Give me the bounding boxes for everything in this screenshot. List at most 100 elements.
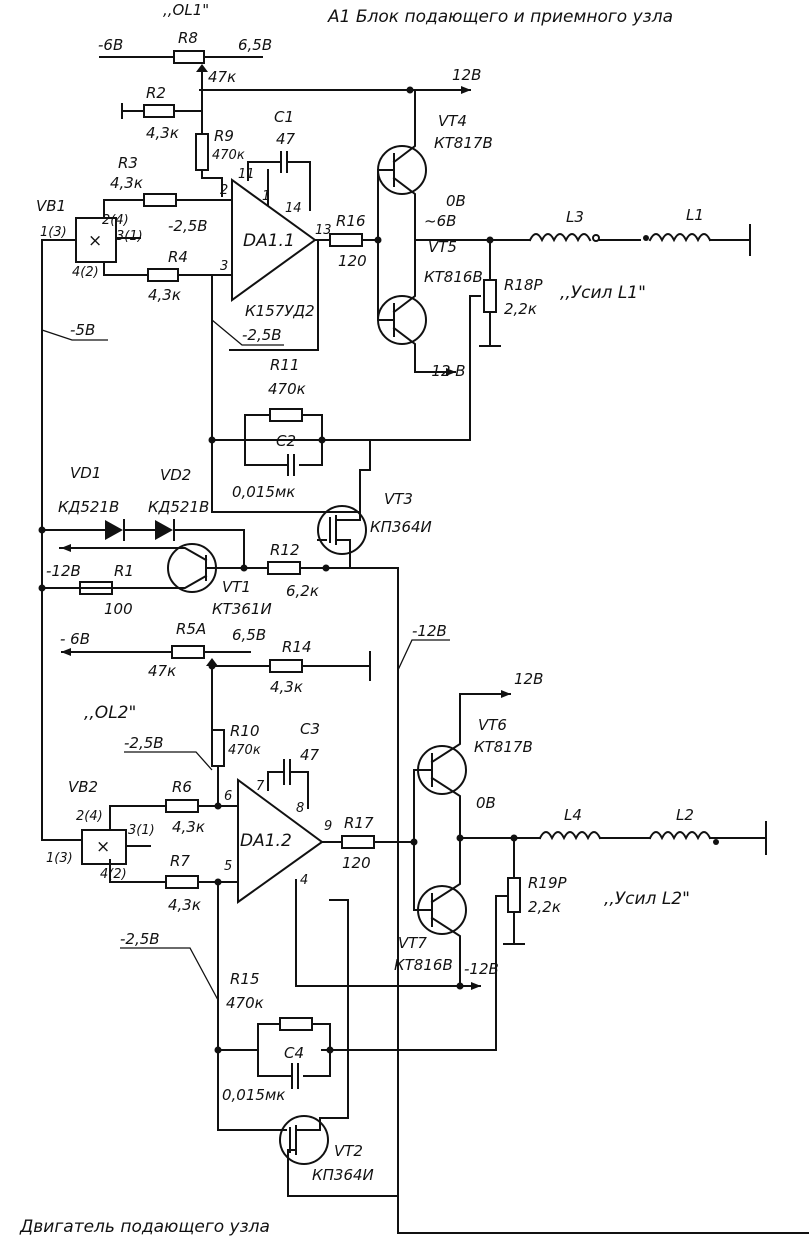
pin-3: 3 [220,259,228,274]
block-title: А1 Блок подающего и приемного узла [327,7,673,27]
usil-l2-label: ,,Усил L2" [604,889,690,909]
lower-pin-7: 7 [256,779,265,794]
l1-label: L1 [686,206,704,224]
da11-label: DA1.1 [243,231,295,251]
r17-value: 120 [342,854,371,872]
r6-value: 4,3к [172,818,205,836]
resistor-r2 [143,104,175,118]
resistor-r3 [143,193,177,207]
r15-label: R15 [230,970,260,988]
resistor-r14 [269,659,303,673]
r16-value: 120 [338,252,367,270]
r8-value: 47к [208,68,236,86]
pin-13: 13 [315,223,332,238]
resistor-r4 [147,268,179,282]
r5a-plus-65v: 6,5В [232,626,266,644]
vt1-label: VT1 [222,578,251,596]
r8-minus-6v: -6В [98,36,123,54]
r5a-minus-6v: - 6В [60,630,90,648]
out-6v: ~6В [424,212,456,230]
fet-vt2 [279,1115,329,1165]
r9-value: 470к [212,148,245,163]
r19p-label: R19Р [528,874,568,892]
vt2-type: КП364И [312,1166,374,1184]
coil-l3 [528,233,592,243]
pin-2: 2 [220,183,228,198]
vb1-label: VB1 [36,197,66,215]
vb2-x: × [96,837,110,857]
vd2-type: КД521В [148,498,209,516]
lower-pin-9: 9 [324,819,332,834]
coil-l2 [648,831,712,841]
r2-value: 4,3к [146,124,179,142]
vt4-label: VT4 [438,112,467,130]
r4-value: 4,3к [148,286,181,304]
resistor-r11 [269,408,303,422]
upper-channel: -6В R8 6,5В 47к R2 4,3к R9 470к C1 47 DA… [36,29,751,841]
r5a-value: 47к [148,662,176,680]
vt4-12v: 12В [452,66,481,84]
c4-value: 0,015мк [222,1086,285,1104]
r8-label: R8 [178,29,198,47]
vb1-pin2: 2(4) [102,213,129,228]
c3-value: 47 [300,746,320,764]
lower-out-0v: 0В [476,794,496,812]
lower-minus-25v-a: -2,5В [124,734,164,752]
coil-l4 [538,831,602,841]
vb2-pin1: 1(3) [46,851,73,866]
vb2-pin2: 2(4) [76,809,103,824]
vt5-type: КТ816В [424,268,483,286]
c1-label: C1 [274,108,294,126]
vd1-type: КД521В [58,498,119,516]
vt1-minus-12v: -12В [46,562,81,580]
pin-11: 11 [238,167,255,182]
vt5-minus-12v: -12 В [426,362,466,380]
diode-vd1 [105,520,123,540]
r7-label: R7 [170,852,190,870]
r3-label: R3 [118,154,138,172]
resistor-r1 [79,581,113,595]
right-minus-12v: -12В [412,622,447,640]
vb1-pin1: 1(3) [40,225,67,240]
r18p-value: 2,2к [504,300,537,318]
resistor-r7 [165,875,199,889]
vt6-12v: 12В [514,670,543,688]
resistor-r16 [329,233,363,247]
c1-value: 47 [276,130,296,148]
r15-value: 470к [226,994,264,1012]
r5a-label: R5А [176,620,206,638]
r8-plus-65v: 6,5В [238,36,272,54]
vt3-label: VT3 [384,490,413,508]
r12-value: 6,2к [286,582,319,600]
vt3-type: КП364И [370,518,432,536]
vd1-label: VD1 [70,464,101,482]
vt6-type: КТ817В [474,738,533,756]
coil-l1 [648,233,712,243]
r14-label: R14 [282,638,312,656]
r17-label: R17 [344,814,374,832]
vb2-pin4: 4(2) [100,867,127,882]
lower-pin-8: 8 [296,801,304,816]
vt7-type: КТ816В [394,956,453,974]
c3-label: C3 [300,720,320,738]
vb2-pin3: 3(1) [128,823,155,838]
r10-value: 470к [228,743,261,758]
minus-5v: -5В [70,321,95,339]
r16-label: R16 [336,212,366,230]
minus-25v-b: -2,5В [242,326,282,344]
opamp-da1-1 [231,178,317,302]
pin-14: 14 [285,201,302,216]
r11-value: 470к [268,380,306,398]
vb1-pin3: 3(1) [116,229,143,244]
r6-label: R6 [172,778,192,796]
r19p-value: 2,2к [528,898,561,916]
r4-label: R4 [168,248,188,266]
vt1-type: КТ361И [212,600,272,618]
da12-label: DA1.2 [240,831,292,851]
vt7-label: VT7 [398,934,427,952]
lower-pin-5: 5 [224,859,232,874]
fet-vt3 [317,505,367,555]
resistor-r18p [483,279,497,313]
resistor-r12 [267,561,301,575]
